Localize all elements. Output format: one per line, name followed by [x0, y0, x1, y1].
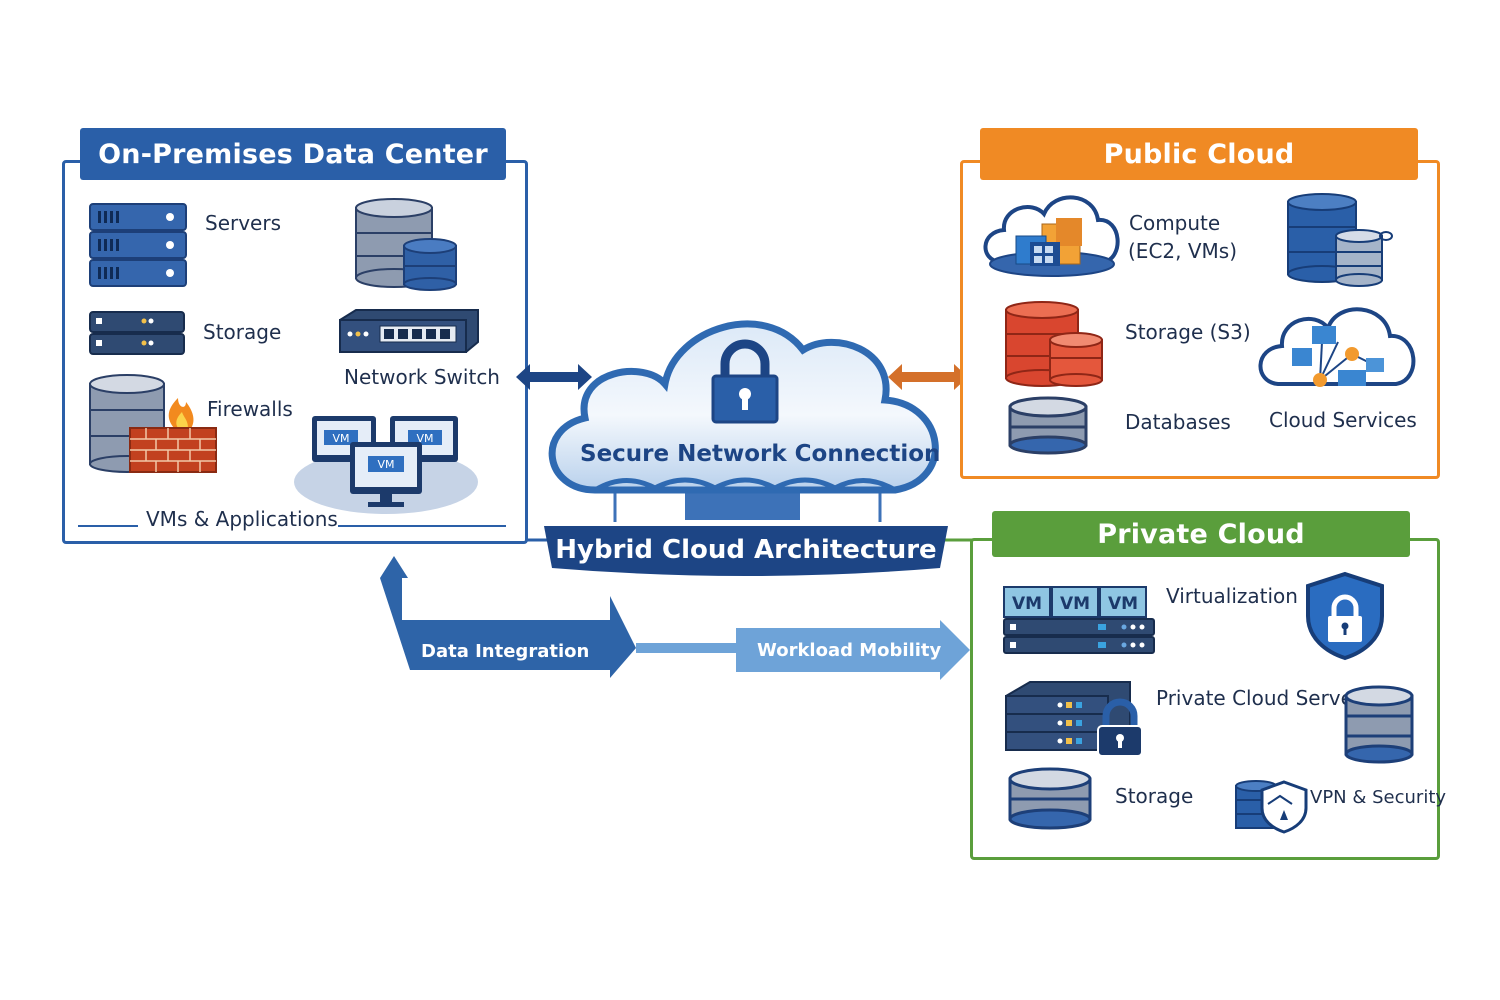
database-icon [355, 198, 457, 291]
cloud-compute-icon [983, 195, 1120, 277]
object-storage-icon [1005, 301, 1103, 387]
workload-mobility-label[interactable]: Workload Mobility [757, 640, 942, 661]
database-icon [1008, 396, 1088, 455]
data-integration-label[interactable]: Data Integration [421, 641, 590, 662]
storage-unit-icon [89, 311, 185, 355]
public-label-compute-sub: (EC2, VMs) [1128, 239, 1238, 263]
onprem-label-vms-applications: VMs & Applications [146, 507, 338, 531]
secure-network-connection-label: Secure Network Connection [580, 441, 941, 467]
vm-tag: VM [1108, 594, 1138, 614]
private-cloud-title: Private Cloud [992, 511, 1410, 557]
right-bidirectional-arrow [888, 364, 968, 390]
private-label-private-cloud-servers: Private Cloud Servers [1156, 686, 1372, 710]
onprem-label-servers: Servers [205, 211, 282, 235]
onprem-label-network-switch: Network Switch [344, 365, 500, 389]
onprem-title: On-Premises Data Center [80, 128, 506, 180]
hybrid-cloud-architecture-banner: Hybrid Cloud Architecture [555, 535, 937, 565]
public-label-compute: Compute [1129, 211, 1221, 235]
secure-cloud-shape [548, 320, 939, 522]
vm-server-icon: VM VM VM [1003, 586, 1155, 654]
vm-tag: VM [1060, 594, 1090, 614]
database-icon [1344, 685, 1414, 764]
data-integration-arrow [380, 556, 970, 680]
locked-server-icon [1005, 681, 1143, 757]
public-cloud-title: Public Cloud [980, 128, 1418, 180]
cloud-services-icon [1258, 307, 1416, 387]
vm-tag: VM [332, 432, 349, 445]
vms-divider-left [78, 525, 138, 527]
padlock-icon [711, 339, 779, 424]
vms-divider-right [338, 525, 506, 527]
vm-monitors-icon: VM VM VM [294, 416, 478, 514]
private-label-storage: Storage [1115, 784, 1194, 808]
private-label-virtualization: Virtualization [1166, 584, 1298, 608]
network-switch-icon [339, 309, 479, 353]
onprem-label-storage: Storage [203, 320, 282, 344]
public-label-databases: Databases [1125, 410, 1231, 434]
private-label-vpn-security: VPN & Security [1310, 787, 1447, 808]
database-icon [1008, 767, 1092, 830]
server-rack-icon [89, 203, 187, 287]
shield-lock-icon [1306, 571, 1384, 661]
public-label-cloud-services: Cloud Services [1269, 408, 1417, 432]
vm-tag: VM [1012, 594, 1042, 614]
database-icon [1287, 193, 1393, 287]
left-bidirectional-arrow [516, 364, 592, 390]
vm-tag: VM [377, 458, 394, 471]
onprem-label-firewalls: Firewalls [207, 397, 293, 421]
hybrid-banner-shape [544, 526, 948, 576]
firewall-icon [89, 374, 217, 473]
vpn-shield-icon [1235, 780, 1308, 834]
vm-tag: VM [416, 432, 433, 445]
public-label-storage-s3: Storage (S3) [1125, 320, 1251, 344]
